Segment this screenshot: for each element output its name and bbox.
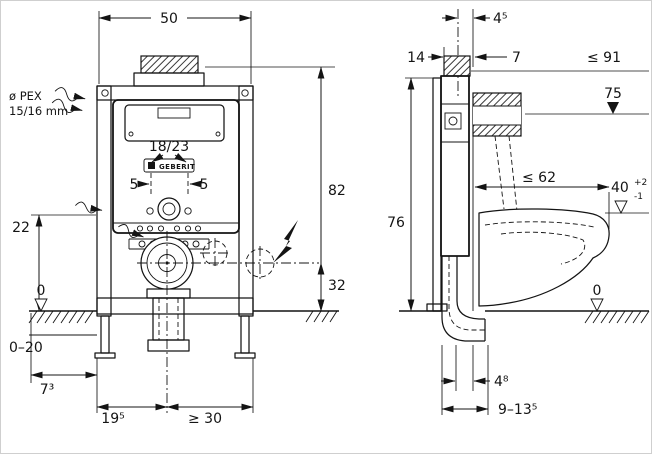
dim-depth-62: ≤ 62 bbox=[474, 170, 610, 229]
flush-bend-dim-1823: 18/23 bbox=[149, 139, 189, 163]
flush-valve bbox=[113, 197, 239, 232]
dim-7-label: 7 bbox=[512, 50, 521, 66]
flow-arrow-lower bbox=[118, 224, 144, 238]
toilet-bowl bbox=[478, 208, 610, 307]
dim-48: 4⁸ bbox=[441, 345, 509, 391]
drain-elbow bbox=[441, 256, 486, 342]
dim-14-label: 14 bbox=[407, 50, 425, 66]
level-75: 75 bbox=[525, 86, 649, 115]
alt-outlet-position-a bbox=[200, 238, 230, 268]
level-zero-side: 0 bbox=[590, 283, 604, 313]
dim-75-label: 75 bbox=[604, 86, 622, 102]
dim-7: 7 bbox=[474, 50, 521, 66]
cistern-side bbox=[440, 55, 471, 257]
floor-side bbox=[399, 310, 650, 324]
flush-bend-label: 18/23 bbox=[149, 139, 189, 155]
dim-76-label: 76 bbox=[387, 215, 405, 231]
offset-right-label: 5 bbox=[200, 177, 209, 193]
dim-22-label: 22 bbox=[12, 220, 30, 236]
pex-label-line1: ø PEX bbox=[9, 89, 42, 103]
dim-40-tolerance-minus: -1 bbox=[634, 192, 643, 202]
cistern bbox=[112, 99, 240, 234]
dim-40-label: 40 bbox=[611, 180, 629, 196]
level-zero-front-label: 0 bbox=[37, 283, 46, 299]
dim-min-30: ≥ 30 bbox=[166, 358, 254, 427]
frame-width-label: 50 bbox=[160, 11, 178, 27]
dim-9135: 9–13⁵ bbox=[441, 345, 537, 418]
water-supply-flow-icon bbox=[51, 87, 86, 113]
dim-height-82: 82 bbox=[205, 66, 346, 312]
dim-91-label: ≤ 91 bbox=[587, 50, 621, 66]
floor-adjust-range-label: 0–20 bbox=[9, 340, 43, 356]
center-lines bbox=[137, 231, 319, 413]
dim-32-label: 32 bbox=[328, 278, 346, 294]
dim-frame-width-50: 50 bbox=[98, 9, 252, 84]
inspection-window bbox=[124, 104, 225, 142]
level-zero-front: 0 bbox=[34, 283, 48, 313]
pex-supply-label: ø PEX 15/16 mm bbox=[9, 87, 86, 118]
dim-73-label: 7³ bbox=[40, 382, 55, 398]
dim-offset-195: 19⁵ bbox=[96, 403, 168, 427]
dim-height-76: 76 bbox=[387, 77, 442, 312]
dim-14: 14 bbox=[407, 50, 444, 66]
dim-offset-73: 7³ bbox=[30, 313, 98, 413]
level-zero-side-label: 0 bbox=[593, 283, 602, 299]
dim-height-32: 32 bbox=[317, 262, 346, 312]
side-view: 4⁵ 14 7 ≤ 91 75 76 bbox=[387, 9, 650, 418]
dim-82-label: 82 bbox=[328, 183, 346, 199]
brand-logo-text: GEBERIT bbox=[159, 163, 195, 171]
offset-left-label: 5 bbox=[130, 177, 139, 193]
max-height-91: ≤ 91 bbox=[471, 50, 649, 72]
floor-right-front bbox=[253, 310, 339, 323]
dim-45: 4⁵ bbox=[442, 11, 508, 27]
offset-dims-5: 5 5 bbox=[130, 173, 209, 197]
dim-62-label: ≤ 62 bbox=[522, 170, 556, 186]
dim-9135-label: 9–13⁵ bbox=[498, 402, 537, 418]
seat-height-40: 40 +2 -1 bbox=[605, 178, 649, 215]
flush-pipe-hidden bbox=[494, 135, 518, 212]
mounting-frame bbox=[94, 85, 256, 359]
brand-logo: GEBERIT bbox=[143, 158, 195, 173]
drain-pipe-front bbox=[146, 288, 191, 352]
pex-label-line2: 15/16 mm bbox=[9, 104, 68, 118]
wall-section-block bbox=[472, 92, 522, 137]
dim-height-22: 22 bbox=[12, 214, 96, 312]
dim-40-tolerance-plus: +2 bbox=[634, 178, 647, 188]
alt-outlet-position-b bbox=[245, 246, 275, 281]
dim-min-30-label: ≥ 30 bbox=[188, 411, 222, 427]
frame-rail-side bbox=[426, 77, 448, 312]
filler-pipe-cap bbox=[133, 55, 205, 87]
dim-45-label: 4⁵ bbox=[493, 11, 508, 27]
floor-left bbox=[28, 310, 97, 336]
dim-195-label: 19⁵ bbox=[101, 411, 124, 427]
dim-48-label: 4⁸ bbox=[494, 374, 509, 390]
front-view: 50 ø PEX 15/16 mm bbox=[9, 9, 346, 427]
lightning-bolt-icon bbox=[273, 220, 298, 263]
flow-arrow-upper bbox=[75, 201, 103, 214]
